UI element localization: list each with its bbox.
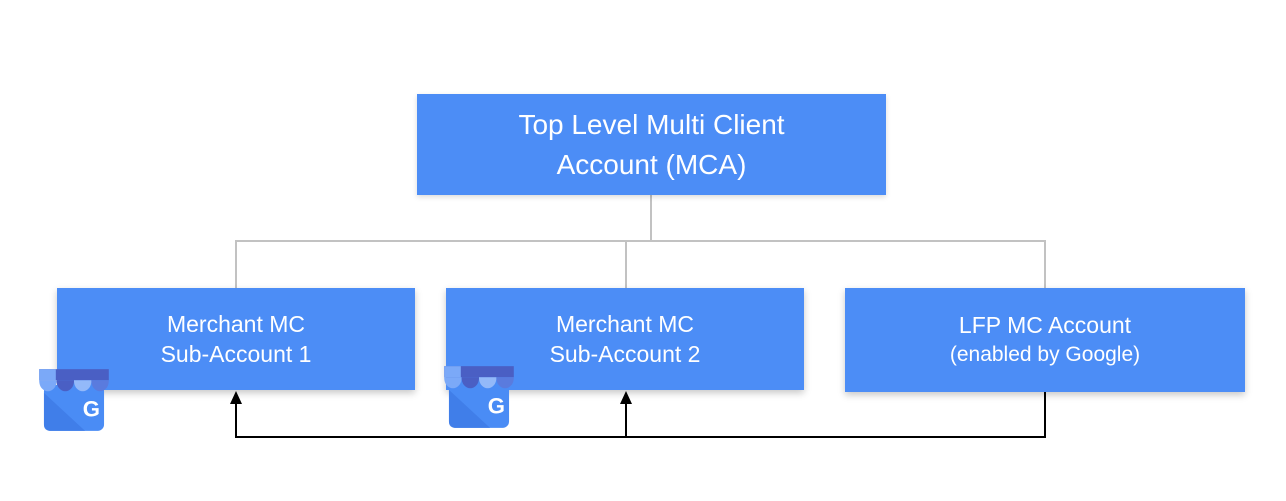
arrow-up-icon xyxy=(230,391,242,404)
node-label-line1: LFP MC Account xyxy=(958,312,1132,338)
tree-connector-drop-lfp xyxy=(1044,240,1046,288)
node-top-level-mca: Top Level Multi Client Account (MCA) xyxy=(417,94,886,195)
node-lfp-mc-account: LFP MC Account (enabled by Google) xyxy=(845,288,1245,392)
tree-connector-drop-sub2 xyxy=(625,240,627,288)
tree-connector-rail xyxy=(235,240,1046,242)
node-label-line2: Sub-Account 2 xyxy=(549,341,701,367)
node-label-line2: Sub-Account 1 xyxy=(160,341,312,367)
node-label-line2: (enabled by Google) xyxy=(949,343,1141,366)
flow-connector-to-sub2 xyxy=(625,403,627,438)
node-merchant-sub-account-1: Merchant MC Sub-Account 1 xyxy=(57,288,415,390)
flow-connector-from-lfp xyxy=(1044,392,1046,438)
node-label-line1: Merchant MC xyxy=(166,311,306,337)
node-label-line2: Account (MCA) xyxy=(556,148,747,180)
google-business-storefront-icon: G xyxy=(444,366,514,428)
flow-connector-to-sub1 xyxy=(235,403,237,438)
flow-connector-rail xyxy=(235,436,1046,438)
google-business-storefront-icon: G xyxy=(39,369,109,431)
node-label-line1: Merchant MC xyxy=(555,311,695,337)
google-g-letter: G xyxy=(488,394,505,419)
node-label-line1: Top Level Multi Client xyxy=(518,108,785,140)
google-g-letter: G xyxy=(83,397,100,422)
tree-connector-stem xyxy=(650,195,652,241)
arrow-up-icon xyxy=(620,391,632,404)
tree-connector-drop-sub1 xyxy=(235,240,237,288)
